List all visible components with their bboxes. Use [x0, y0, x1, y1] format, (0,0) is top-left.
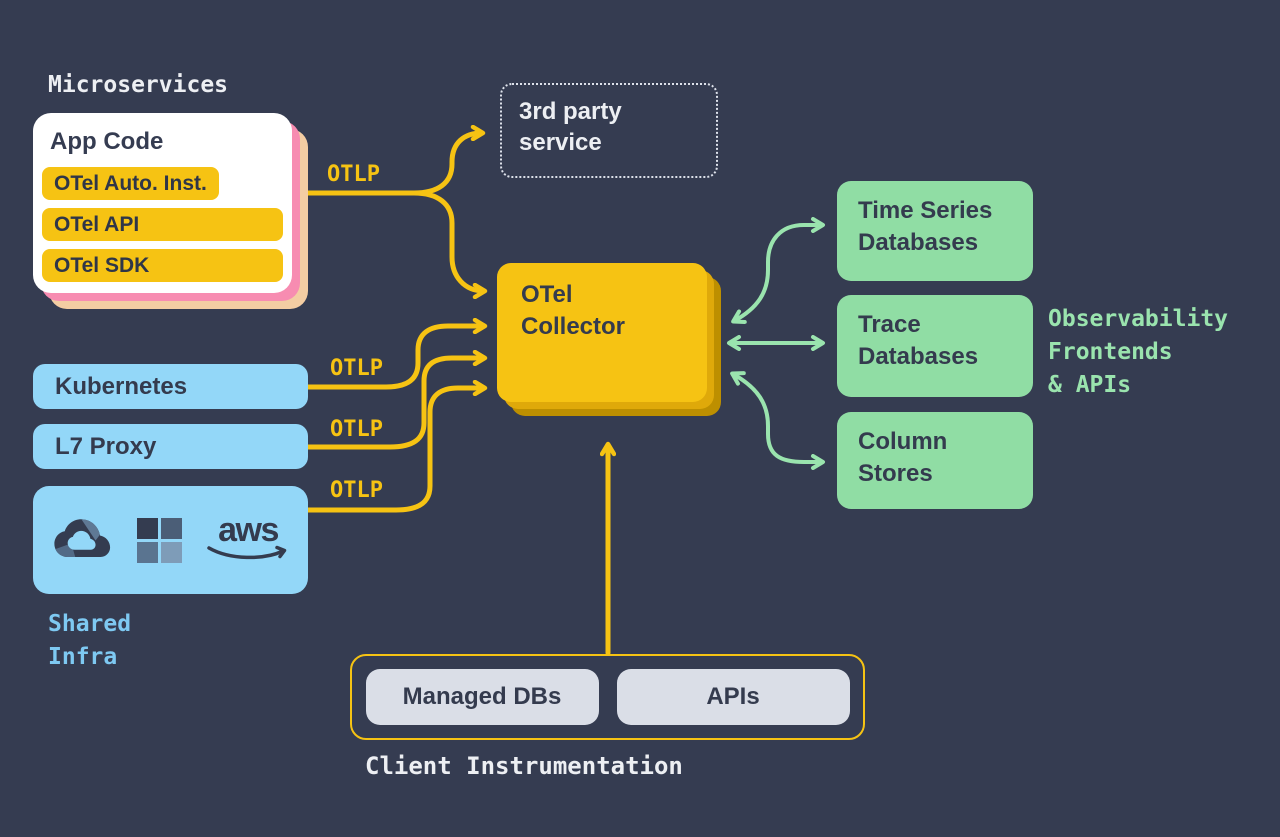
- arrow-appcode-to-collector: [411, 190, 484, 291]
- otlp-label-appcode: OTLP: [327, 162, 380, 187]
- google-cloud-icon: [54, 518, 111, 557]
- shared-infra-box: aws: [33, 486, 308, 594]
- managed-dbs-pill: Managed DBs: [365, 669, 599, 725]
- trace-databases-box: Trace Databases: [837, 295, 1033, 397]
- l7-proxy-box: L7 Proxy: [33, 424, 308, 469]
- shared-infra-label: Shared Infra: [48, 611, 132, 670]
- arrow-collector-columnstores: [730, 371, 825, 470]
- otlp-label-kubernetes: OTLP: [330, 356, 383, 381]
- aws-icon: aws: [206, 510, 290, 562]
- pill-otel-api: OTel API: [42, 208, 283, 241]
- otel-collector-box: OTel Collector: [497, 263, 721, 416]
- aws-logo-text: aws: [218, 510, 279, 549]
- pill-otel-sdk: OTel SDK: [42, 249, 283, 282]
- app-code-title: App Code: [50, 128, 164, 155]
- client-instrumentation-label: Client Instrumentation: [365, 752, 683, 780]
- microservices-label: Microservices: [48, 72, 229, 98]
- app-code-face: App Code OTel Auto. Inst. OTel API OTel …: [33, 113, 292, 293]
- kubernetes-box: Kubernetes: [33, 364, 308, 409]
- aws-smile-icon: [207, 545, 287, 559]
- third-party-service-box: 3rd party service: [500, 83, 718, 178]
- arrow-collector-timeseries: [731, 217, 825, 324]
- arrow-appcode-to-3rdparty: [411, 133, 482, 196]
- microsoft-icon: [137, 517, 182, 563]
- column-stores-box: Column Stores: [837, 412, 1033, 509]
- observability-frontends-label: Observability Frontends & APIs: [1048, 306, 1229, 398]
- otlp-label-l7proxy: OTLP: [330, 417, 383, 442]
- otlp-label-sharedinfra: OTLP: [330, 478, 383, 503]
- apis-pill: APIs: [616, 669, 850, 725]
- otel-collector-label: OTel Collector: [497, 263, 707, 402]
- client-instrumentation-box: Managed DBs APIs: [350, 654, 865, 740]
- app-code-card: App Code OTel Auto. Inst. OTel API OTel …: [33, 113, 308, 309]
- pill-otel-auto-inst: OTel Auto. Inst.: [42, 167, 219, 200]
- time-series-databases-box: Time Series Databases: [837, 181, 1033, 281]
